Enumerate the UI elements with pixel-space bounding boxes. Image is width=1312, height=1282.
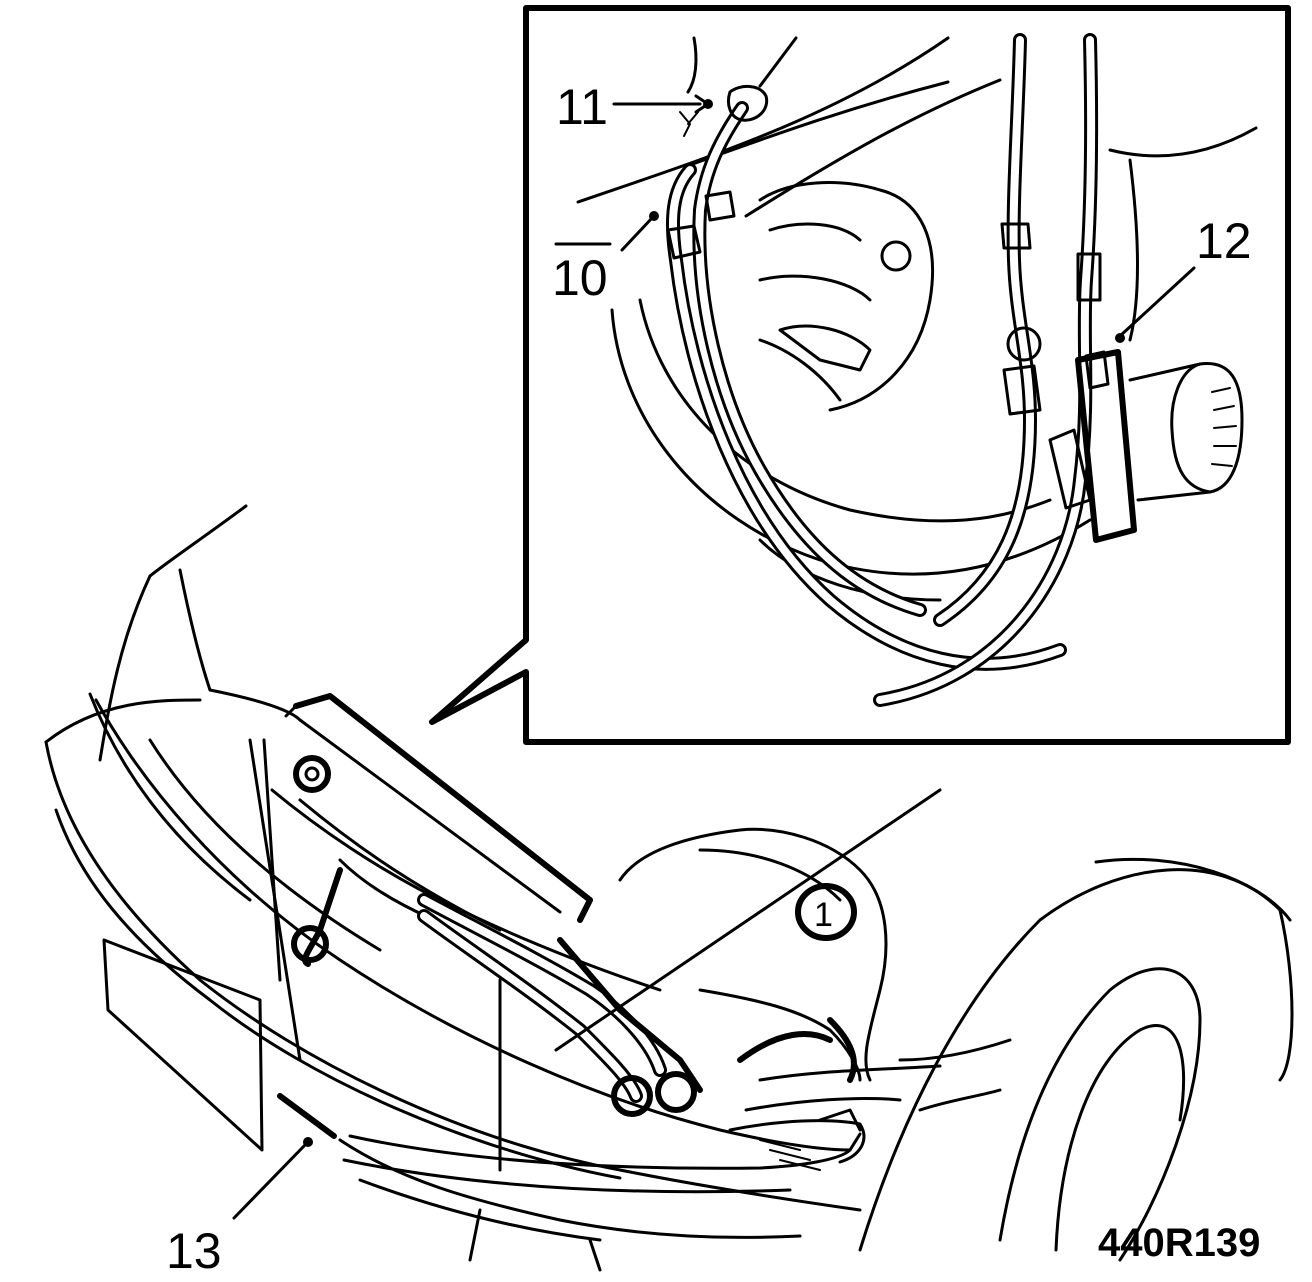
inset-frame [429, 5, 1291, 745]
callout-1-oval [795, 883, 857, 941]
callout-11: 11 [556, 79, 608, 135]
car-front-view [44, 504, 1294, 1272]
callout-13: 13 [166, 1223, 222, 1279]
detail-inset [429, 5, 1291, 745]
callout-1: 1 [814, 896, 833, 934]
figure-code: 440R139 [1098, 1221, 1260, 1265]
callout-12: 12 [1196, 213, 1252, 269]
callout-10: 10 [552, 250, 608, 306]
